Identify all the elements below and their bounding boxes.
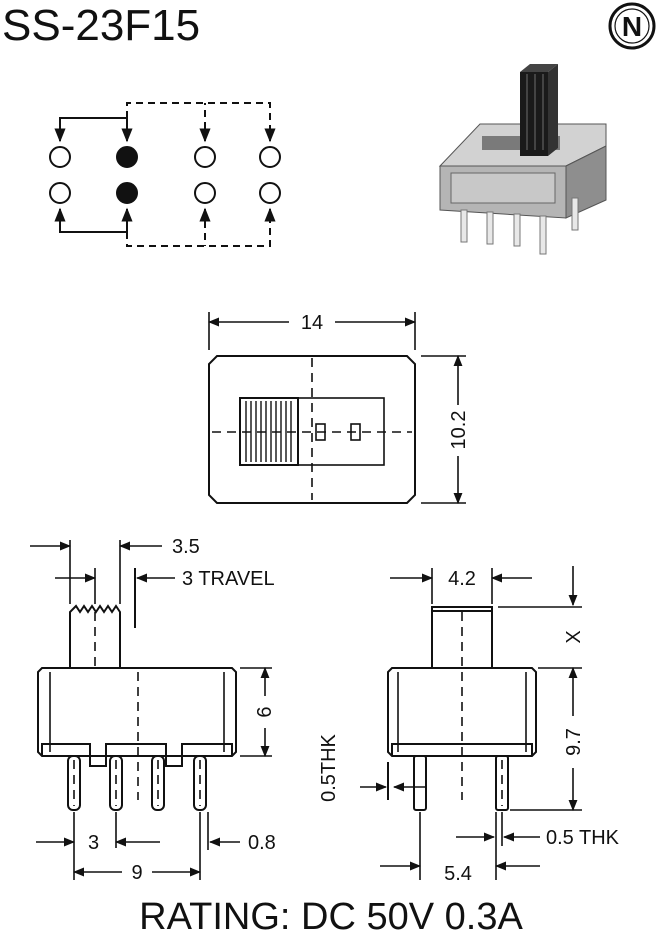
rating-text: RATING: DC 50V 0.3A: [139, 896, 523, 935]
top-width-dim: 14: [301, 312, 323, 334]
logo-letter: N: [622, 11, 642, 42]
top-height-dim: 10.2: [448, 411, 470, 450]
end-body-height-dim: 9.7: [563, 728, 585, 756]
end-frame-thk-dim: 0.5THK: [318, 733, 340, 801]
end-actuator-width-dim: 4.2: [448, 568, 476, 590]
end-pin-span-dim: 5.4: [444, 863, 472, 885]
side-pin-pitch-dim: 3: [88, 832, 99, 854]
top-view-drawing: 14 10.2: [207, 312, 470, 505]
side-travel-dim: 3 TRAVEL: [182, 568, 275, 590]
n-logo-icon: N: [608, 2, 656, 50]
part-number-title: SS-23F15: [2, 1, 200, 50]
end-view-drawing: 4.2 X 9.7 0.5THK 0.5 THK 5.4: [318, 566, 620, 885]
circuit-schematic: [49, 102, 281, 247]
end-pin-thk-dim: 0.5 THK: [546, 827, 620, 849]
side-body-height-dim: 6: [254, 706, 276, 717]
slide-switch-photo: [438, 64, 607, 255]
side-actuator-dim: 3.5: [172, 536, 200, 558]
side-pin-span-dim: 9: [131, 862, 142, 884]
end-actuator-height-dim: X: [563, 630, 585, 643]
side-view-drawing: 3.5 3 TRAVEL 6 3 0.8 9: [30, 536, 276, 884]
side-pin-thk-dim: 0.8: [248, 832, 276, 854]
